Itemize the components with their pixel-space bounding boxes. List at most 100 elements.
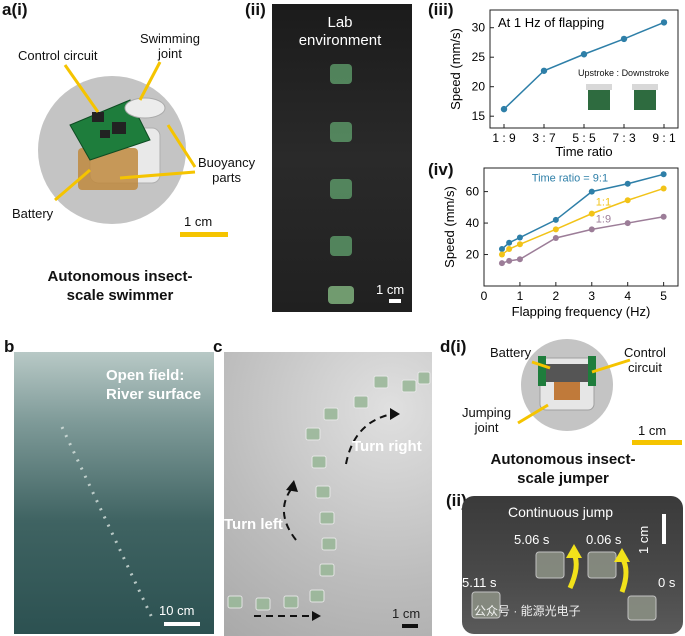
river-photo: Open field: River surface 10 cm bbox=[14, 352, 214, 634]
swimmer-frame bbox=[328, 286, 354, 304]
scale-bar-b bbox=[164, 622, 200, 626]
series-label: Time ratio = 9:1 bbox=[532, 173, 608, 185]
data-point bbox=[624, 220, 631, 227]
x-tick-label: 5 : 5 bbox=[572, 131, 596, 145]
jumper-title: Autonomous insect- scale jumper bbox=[490, 451, 636, 487]
y-axis-label: Speed (mm/s) bbox=[448, 28, 463, 110]
series-line bbox=[501, 173, 664, 250]
data-point bbox=[620, 35, 628, 43]
swimmer-frame bbox=[330, 122, 352, 142]
swimmer-illustration bbox=[38, 61, 228, 237]
data-point bbox=[498, 246, 505, 253]
watermark: 公众号 · 能源光电子 bbox=[474, 604, 581, 618]
series-label: 1:1 bbox=[596, 197, 611, 209]
jump-frames bbox=[471, 544, 657, 621]
scale-label-b: 10 cm bbox=[159, 603, 195, 618]
jump-photo: Continuous jump 1 cm 5.06 s 0.06 s 5.11 … bbox=[462, 496, 683, 634]
turn-right-label: Turn right bbox=[352, 438, 422, 455]
x-tick-label: 7 : 3 bbox=[612, 131, 636, 145]
swimming-joint bbox=[124, 97, 166, 119]
data-point bbox=[540, 67, 548, 74]
turn-path bbox=[227, 371, 431, 621]
y-tick-label: 30 bbox=[472, 21, 486, 35]
panel-label-a-i: a(i) bbox=[2, 0, 28, 19]
series-line bbox=[501, 216, 664, 264]
y-tick-label: 60 bbox=[466, 185, 480, 199]
y-tick-label: 40 bbox=[466, 216, 480, 230]
x-tick-label: 4 bbox=[624, 289, 631, 303]
lab-env-text: Lab environment bbox=[298, 14, 382, 49]
callout-jumper-battery: Battery bbox=[490, 345, 532, 360]
scale-bar-d-i bbox=[632, 440, 682, 445]
y-tick-label: 15 bbox=[472, 109, 486, 123]
data-point bbox=[660, 171, 667, 178]
plot-frame bbox=[483, 167, 679, 287]
callout-battery: Battery bbox=[12, 206, 54, 221]
inset-legend: Upstroke : Downstroke bbox=[578, 68, 670, 78]
river-text: Open field: River surface bbox=[106, 367, 202, 403]
data-point bbox=[552, 216, 559, 223]
panel-label-a-iii: (iii) bbox=[428, 0, 454, 19]
callout-swimming-joint: Swimming joint bbox=[140, 31, 200, 61]
y-axis-label: Speed (mm/s) bbox=[442, 186, 457, 268]
data-point bbox=[506, 257, 513, 264]
data-point bbox=[660, 185, 667, 192]
data-point bbox=[624, 180, 631, 187]
scale-label-a-ii: 1 cm bbox=[376, 282, 405, 297]
chart-flapping-frequency: 20 40 60 0 1 2 3 4 5 Time ratio = 9:1 1:1 1:9Flappi… bbox=[442, 167, 679, 319]
chart-time-ratio: 15 20 25 30 1 : 9 3 : 7 5 : 5 7 : 3 9 : 1 At 1 Hz… bbox=[448, 9, 679, 159]
data-point bbox=[588, 226, 595, 233]
x-tick-label: 5 bbox=[660, 289, 667, 303]
lab-environment-photo: Lab environment 1 cm bbox=[272, 4, 412, 312]
x-tick-label: 0 bbox=[481, 289, 488, 303]
x-tick-label: 3 bbox=[588, 289, 595, 303]
data-point bbox=[660, 19, 668, 26]
data-point bbox=[588, 188, 595, 195]
data-point bbox=[498, 251, 505, 258]
callout-buoyancy-parts: Buoyancy parts bbox=[198, 155, 256, 185]
callout-jumping-joint: Jumping joint bbox=[462, 405, 512, 435]
x-tick-label: 9 : 1 bbox=[652, 131, 676, 145]
time-label-4: 0 s bbox=[658, 575, 676, 590]
swimmer-frame bbox=[330, 64, 352, 84]
swimmer-frame bbox=[330, 236, 352, 256]
data-point bbox=[516, 256, 523, 263]
swimmer-frame bbox=[330, 179, 352, 199]
panel-label-d-ii: (ii) bbox=[446, 491, 467, 510]
panel-label-a-iv: (iv) bbox=[428, 160, 454, 179]
x-axis-label: Flapping frequency (Hz) bbox=[512, 304, 651, 319]
scale-label-a-i: 1 cm bbox=[184, 214, 213, 229]
panel-label-a-ii: (ii) bbox=[245, 0, 266, 19]
data-point bbox=[624, 197, 631, 204]
y-tick-label: 25 bbox=[472, 50, 486, 64]
x-tick-label: 3 : 7 bbox=[532, 131, 556, 145]
data-point bbox=[516, 234, 523, 241]
x-tick-label: 1 : 9 bbox=[492, 131, 516, 145]
scale-label-d-i: 1 cm bbox=[638, 423, 667, 438]
data-point bbox=[506, 246, 513, 253]
panel-label-d-i: d(i) bbox=[440, 337, 467, 356]
continuous-jump-title: Continuous jump bbox=[508, 504, 614, 520]
data-point bbox=[500, 105, 508, 113]
x-axis-label: Time ratio bbox=[555, 144, 612, 159]
jumper-illustration bbox=[517, 339, 682, 445]
series-label: 1:9 bbox=[596, 213, 611, 225]
data-point bbox=[660, 213, 667, 220]
stroke-inset-images bbox=[586, 84, 658, 110]
data-point bbox=[588, 210, 595, 217]
data-point bbox=[498, 260, 505, 267]
chart-title: At 1 Hz of flapping bbox=[498, 15, 604, 30]
data-point bbox=[516, 241, 523, 248]
x-tick-label: 1 bbox=[517, 289, 524, 303]
swimmer-title: Autonomous insect- scale swimmer bbox=[47, 268, 193, 304]
data-point bbox=[552, 226, 559, 233]
turning-photo: Turn left Turn right 1 cm bbox=[224, 352, 432, 636]
y-tick-label: 20 bbox=[466, 248, 480, 262]
callout-jumper-control: Control circuit bbox=[624, 345, 666, 375]
turn-left-label: Turn left bbox=[224, 516, 283, 533]
scale-bar-a-ii bbox=[389, 299, 401, 303]
x-tick-label: 2 bbox=[553, 289, 560, 303]
panel-label-c: c bbox=[213, 337, 223, 356]
y-tick-label: 20 bbox=[472, 80, 486, 94]
time-label-1: 5.06 s bbox=[514, 532, 550, 547]
